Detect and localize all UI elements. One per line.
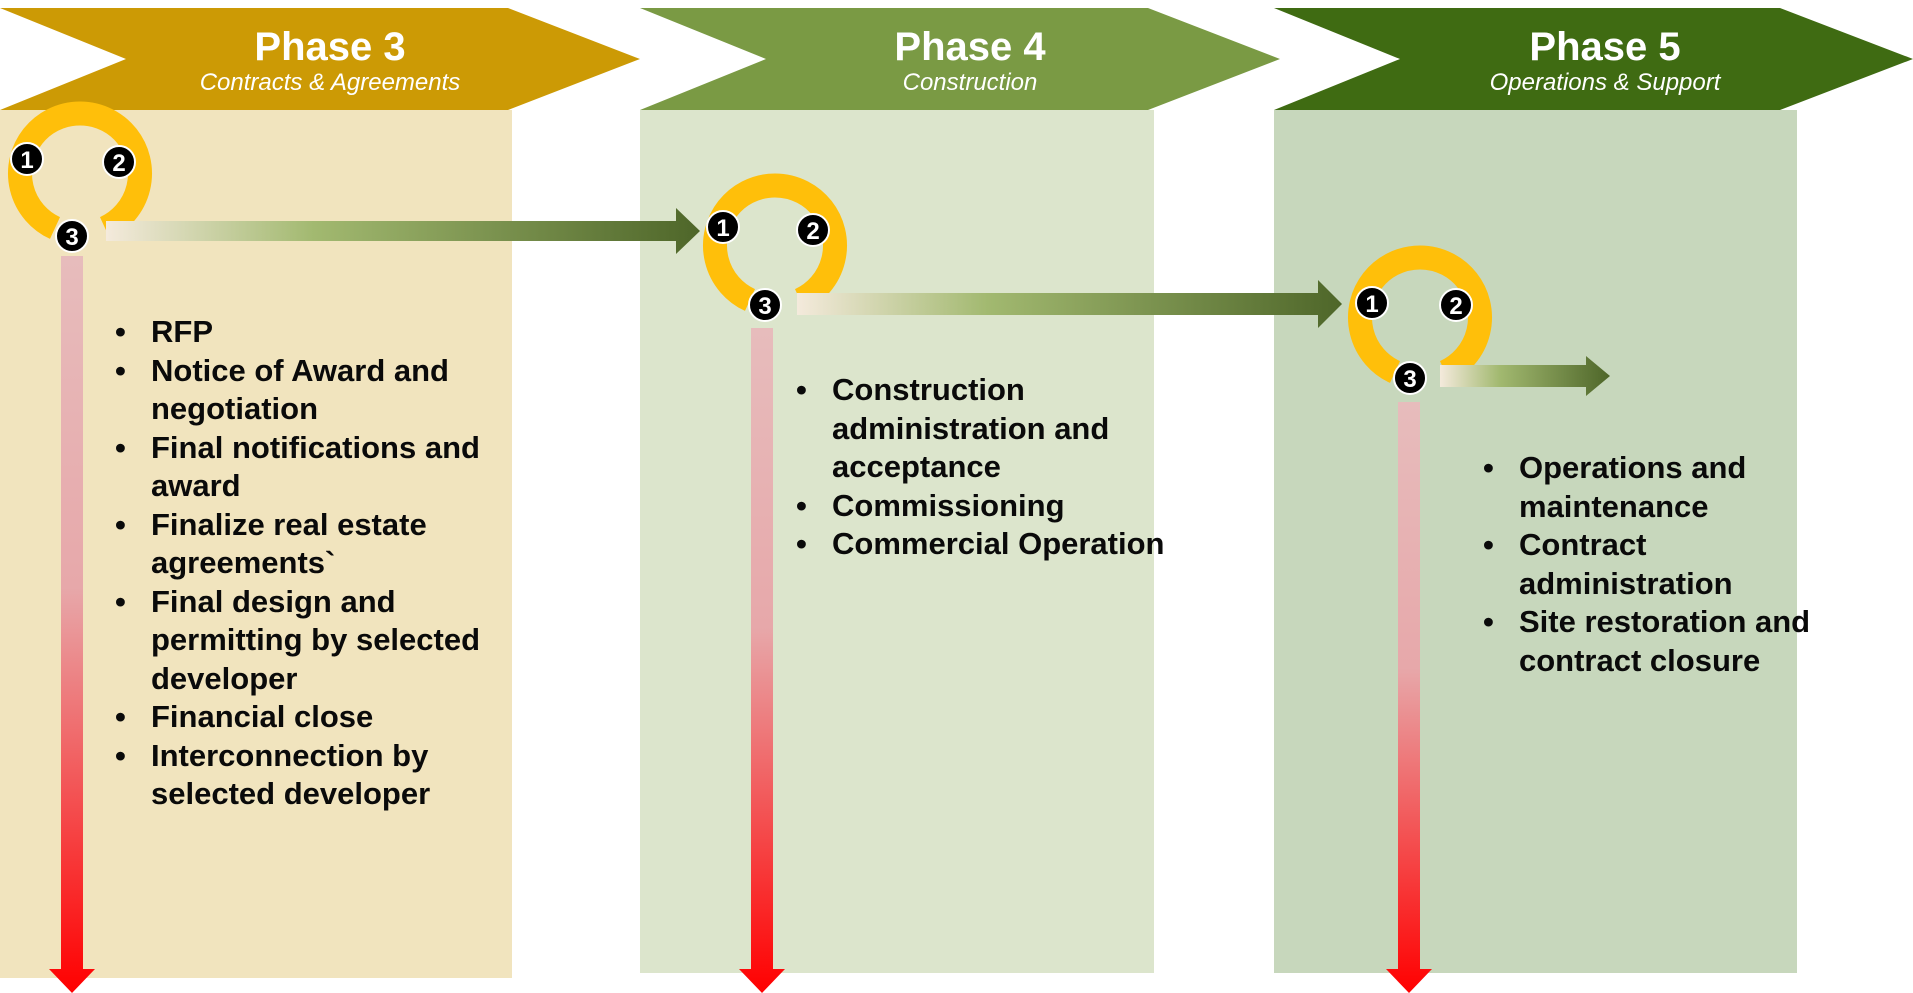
cycle-step-2-badge: 2 <box>1439 288 1473 322</box>
arrow-phase5-onward <box>1440 356 1610 396</box>
cycle-step-3-label: 3 <box>1403 366 1416 393</box>
cycle-step-3-label: 3 <box>758 293 771 320</box>
phase5-timeline-arrow <box>1386 402 1432 993</box>
phase3-task-list: RFP Notice of Award and negotiation Fina… <box>111 313 546 814</box>
list-item: Final design and permitting by selected … <box>115 583 546 699</box>
phase5-title: Phase 5 <box>1529 25 1681 69</box>
phase4-title: Phase 4 <box>894 25 1046 69</box>
cycle-step-3-badge: 3 <box>748 288 782 322</box>
cycle-step-1-badge: 1 <box>1355 286 1389 320</box>
cycle-step-2-label: 2 <box>1449 293 1462 320</box>
cycle-step-1-label: 1 <box>1365 291 1378 318</box>
phase5-subtitle: Operations & Support <box>1489 69 1721 96</box>
list-item: Site restoration and contract closure <box>1483 603 1819 680</box>
list-item: Finalize real estate agreements` <box>115 506 546 583</box>
list-item: RFP <box>115 313 546 352</box>
phase3-timeline-arrow <box>49 256 95 993</box>
cycle-step-2-label: 2 <box>806 218 819 245</box>
phase5-task-list: Operations and maintenance Contract admi… <box>1479 449 1819 680</box>
phase3-cycle-icon: 1 2 3 <box>8 101 152 253</box>
phase3-title: Phase 3 <box>254 25 406 69</box>
phase3-header-chevron <box>0 8 640 110</box>
cycle-step-1-badge: 1 <box>10 142 44 176</box>
cycle-step-3-label: 3 <box>65 224 78 251</box>
list-item: Notice of Award and negotiation <box>115 352 546 429</box>
phase5-header-chevron <box>1274 8 1913 110</box>
list-item: Commercial Operation <box>796 525 1172 564</box>
cycle-step-1-badge: 1 <box>706 210 740 244</box>
list-item: Operations and maintenance <box>1483 449 1819 526</box>
cycle-step-3-badge: 3 <box>1393 361 1427 395</box>
phase5-header: Phase 5 Operations & Support <box>1395 25 1815 97</box>
phase4-header-chevron <box>640 8 1280 110</box>
phase3-header: Phase 3 Contracts & Agreements <box>120 25 540 97</box>
cycle-step-1-label: 1 <box>716 215 729 242</box>
list-item: Interconnection by selected developer <box>115 737 546 814</box>
cycle-step-2-badge: 2 <box>102 145 136 179</box>
phase4-timeline-arrow <box>739 328 785 993</box>
list-item: Final notifications and award <box>115 429 546 506</box>
phase4-task-list: Construction administration and acceptan… <box>792 371 1172 564</box>
arrow-phase4-to-phase5 <box>797 280 1342 328</box>
phase4-header: Phase 4 Construction <box>760 25 1180 97</box>
list-item: Financial close <box>115 698 546 737</box>
list-item: Commissioning <box>796 487 1172 526</box>
cycle-step-2-label: 2 <box>112 150 125 177</box>
cycle-step-1-label: 1 <box>20 147 33 174</box>
cycle-step-3-badge: 3 <box>55 219 89 253</box>
list-item: Contract administration <box>1483 526 1819 603</box>
list-item: Construction administration and acceptan… <box>796 371 1172 487</box>
arrow-phase3-to-phase4 <box>106 208 700 254</box>
phase3-subtitle: Contracts & Agreements <box>199 69 461 96</box>
phase5-cycle-icon: 1 2 3 <box>1348 245 1492 395</box>
phase4-subtitle: Construction <box>902 69 1038 96</box>
cycle-step-2-badge: 2 <box>796 213 830 247</box>
phase4-cycle-icon: 1 2 3 <box>703 173 847 322</box>
